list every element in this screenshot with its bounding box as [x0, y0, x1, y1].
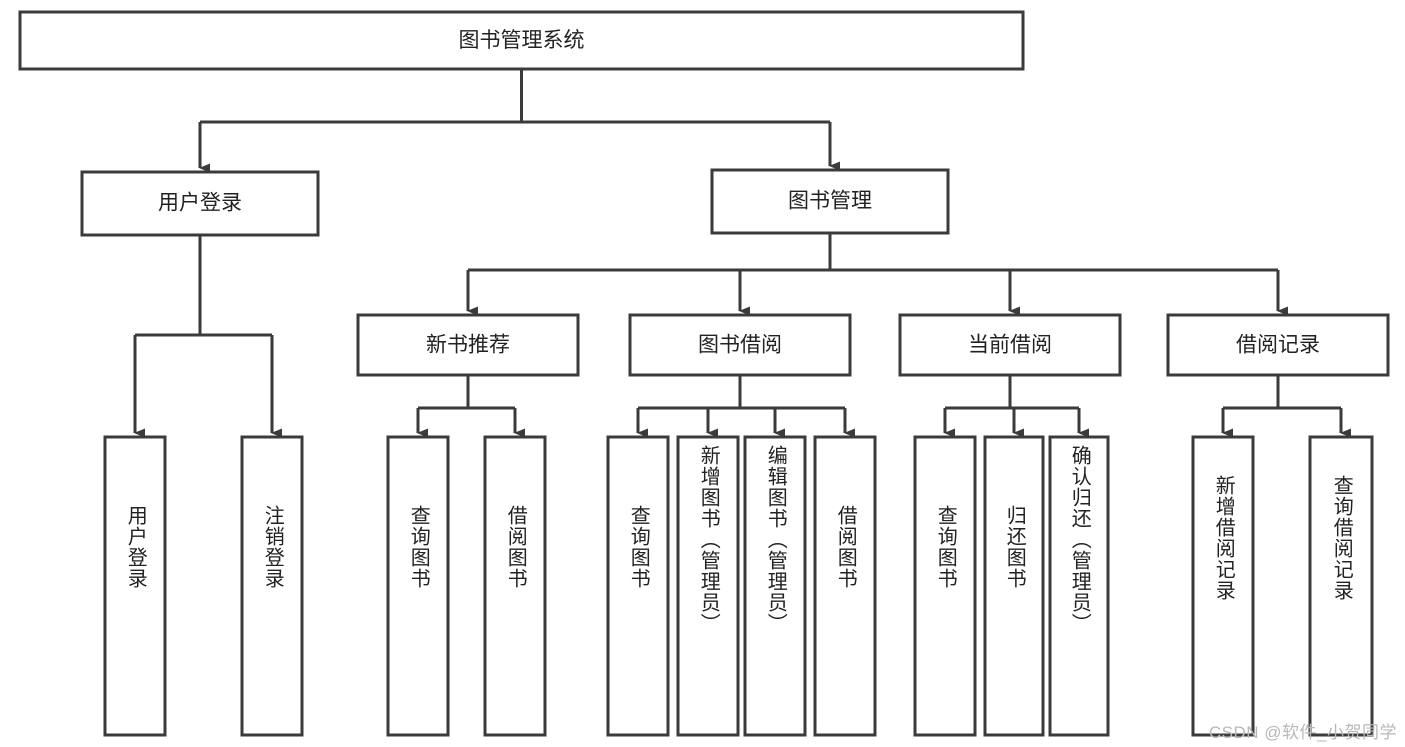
- node-root-rect[interactable]: [18, 10, 1025, 71]
- leaf-query-book-rec-label: 查询图书: [407, 505, 430, 589]
- leaf-query-book-borrow-rect[interactable]: [606, 435, 670, 737]
- leaf-edit-book-admin-rect[interactable]: [743, 435, 807, 737]
- leaf-user-login-label: 用户登录: [124, 505, 147, 589]
- node-new-book-recommend-label: 新书推荐: [426, 334, 510, 357]
- leaf-query-borrow-record-rect[interactable]: [1308, 435, 1374, 737]
- leaf-borrow-book-rec-rect[interactable]: [483, 435, 547, 737]
- leaf-borrow-book[interactable]: 借阅图书: [815, 437, 875, 735]
- leaf-add-borrow-record[interactable]: 新增借阅记录: [1193, 437, 1253, 735]
- node-new-book-recommend-rect[interactable]: [356, 313, 580, 377]
- node-borrow-record-label: 借阅记录: [1236, 334, 1320, 357]
- node-user-login-label: 用户登录: [158, 192, 242, 215]
- node-current-borrow-rect[interactable]: [898, 313, 1122, 377]
- node-book-borrow[interactable]: 图书借阅: [628, 313, 852, 377]
- connector-group-root: [198, 69, 840, 173]
- leaf-add-book-admin-rect[interactable]: [676, 435, 740, 737]
- node-book-manage[interactable]: 图书管理: [710, 168, 950, 235]
- node-book-borrow-rect[interactable]: [628, 313, 852, 377]
- node-borrow-record-rect[interactable]: [1166, 313, 1390, 377]
- connector-group-current-borrow: [943, 375, 1089, 438]
- leaf-query-borrow-record[interactable]: 查询借阅记录: [1310, 437, 1372, 735]
- leaf-confirm-return-admin[interactable]: 确认归还（管理员）: [1050, 437, 1108, 735]
- leaf-borrow-book-rec[interactable]: 借阅图书: [485, 437, 545, 735]
- leaf-return-book-label: 归还图书: [1003, 505, 1026, 589]
- csdn-watermark: CSDN @软件_小贺同学: [1208, 723, 1397, 742]
- leaf-edit-book-admin[interactable]: 编辑图书（管理员）: [745, 437, 805, 735]
- leaf-query-book-rec-rect[interactable]: [386, 435, 450, 737]
- leaf-return-book[interactable]: 归还图书: [985, 437, 1043, 735]
- leaf-user-login-rect[interactable]: [103, 435, 167, 737]
- leaf-logout[interactable]: 注销登录: [242, 437, 302, 735]
- leaf-add-book-admin-label: 新增图书（管理员）: [697, 445, 720, 634]
- leaf-query-book-borrow-label: 查询图书: [627, 505, 650, 589]
- connector-group-user-login: [133, 235, 282, 438]
- node-current-borrow-label: 当前借阅: [968, 334, 1052, 357]
- leaf-query-book-borrow[interactable]: 查询图书: [608, 437, 668, 735]
- leaf-borrow-book-label: 借阅图书: [834, 505, 857, 589]
- leaf-borrow-book-rect[interactable]: [813, 435, 877, 737]
- leaf-query-book-current[interactable]: 查询图书: [915, 437, 975, 735]
- node-current-borrow[interactable]: 当前借阅: [898, 313, 1122, 377]
- node-borrow-record[interactable]: 借阅记录: [1166, 313, 1390, 377]
- leaf-confirm-return-admin-rect[interactable]: [1048, 435, 1110, 737]
- node-book-borrow-label: 图书借阅: [698, 334, 782, 357]
- node-user-login[interactable]: 用户登录: [80, 170, 320, 237]
- node-root[interactable]: 图书管理系统: [18, 10, 1025, 71]
- leaf-query-borrow-record-label: 查询借阅记录: [1330, 475, 1353, 601]
- leaf-query-book-rec[interactable]: 查询图书: [388, 437, 448, 735]
- connector-group-book-borrow: [636, 375, 855, 438]
- leaf-query-book-current-rect[interactable]: [913, 435, 977, 737]
- connector-group-new-book-recommend: [416, 375, 525, 438]
- node-new-book-recommend[interactable]: 新书推荐: [356, 313, 580, 377]
- node-book-manage-label: 图书管理: [788, 190, 872, 213]
- leaf-add-borrow-record-label: 新增借阅记录: [1212, 475, 1235, 601]
- leaf-add-borrow-record-rect[interactable]: [1191, 435, 1255, 737]
- leaf-edit-book-admin-label: 编辑图书（管理员）: [764, 445, 787, 634]
- node-book-manage-rect[interactable]: [710, 168, 950, 235]
- leaf-return-book-rect[interactable]: [983, 435, 1045, 737]
- node-user-login-rect[interactable]: [80, 170, 320, 237]
- leaf-borrow-book-rec-label: 借阅图书: [504, 505, 527, 589]
- leaf-query-book-current-label: 查询图书: [934, 505, 957, 589]
- leaf-confirm-return-admin-label: 确认归还（管理员）: [1068, 445, 1091, 634]
- leaf-logout-label: 注销登录: [261, 505, 284, 589]
- node-root-label: 图书管理系统: [459, 29, 585, 52]
- leaf-add-book-admin[interactable]: 新增图书（管理员）: [678, 437, 738, 735]
- leaf-logout-rect[interactable]: [240, 435, 304, 737]
- leaf-rect-group: [103, 435, 1374, 737]
- connector-group-borrow-record: [1221, 375, 1351, 438]
- leaf-user-login[interactable]: 用户登录: [105, 437, 165, 735]
- connector-group-book-manage: [466, 233, 1288, 316]
